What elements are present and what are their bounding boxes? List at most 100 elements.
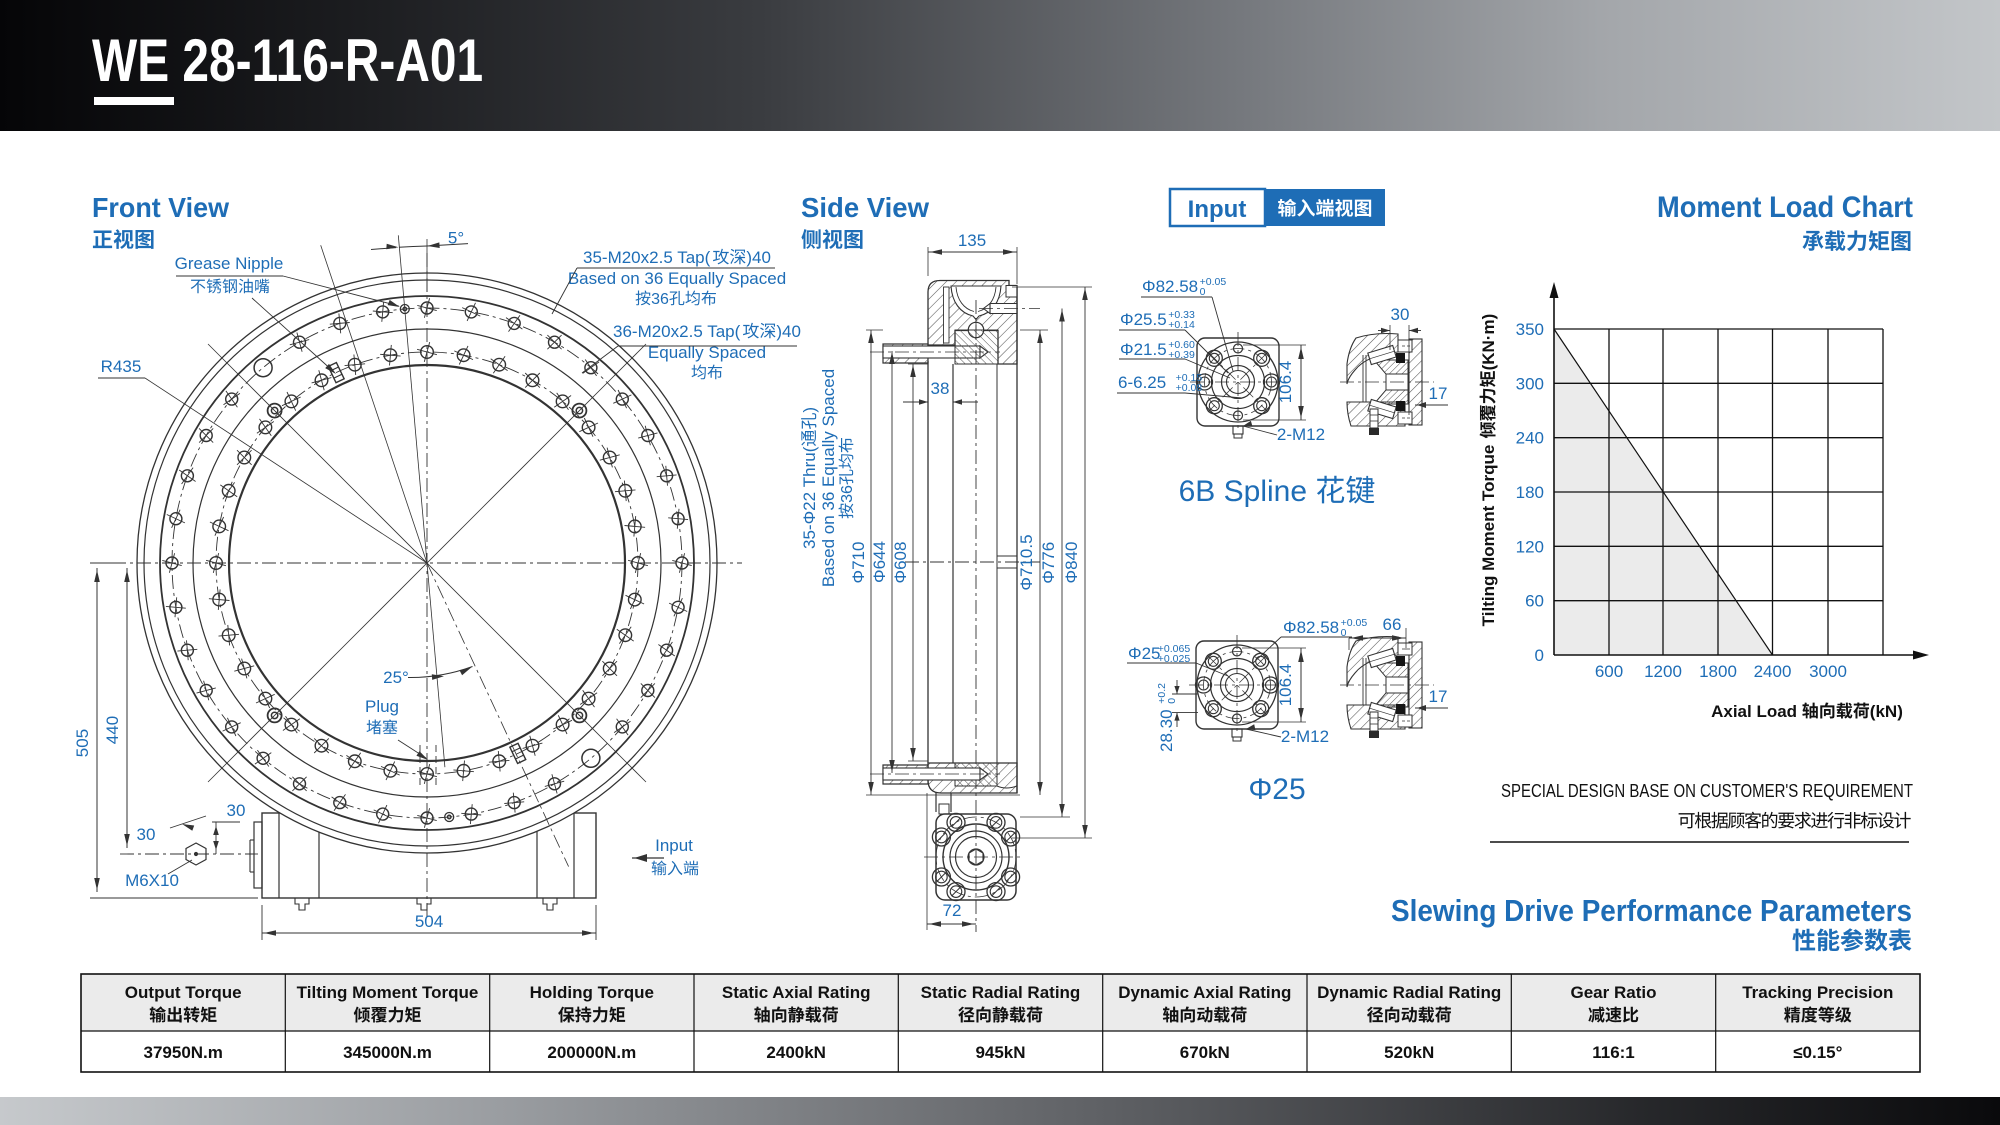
svg-text:5°: 5° [448, 229, 464, 248]
svg-text:Axial Load: Axial Load [1711, 702, 1797, 721]
svg-text:2400kN: 2400kN [766, 1043, 826, 1062]
svg-text:25°: 25° [383, 668, 409, 687]
svg-text:0: 0 [1166, 698, 1178, 704]
svg-text:Φ82.58: Φ82.58 [1283, 618, 1339, 637]
svg-text:+0.39: +0.39 [1168, 349, 1195, 361]
svg-text:R435: R435 [101, 357, 142, 376]
svg-text:Φ25.5: Φ25.5 [1120, 310, 1167, 329]
svg-text:+0.60: +0.60 [1168, 339, 1195, 351]
svg-text:Static Radial Rating: Static Radial Rating [921, 983, 1081, 1002]
svg-text:Gear Ratio: Gear Ratio [1571, 983, 1657, 1002]
svg-text:38: 38 [931, 379, 950, 398]
svg-text:600: 600 [1595, 662, 1623, 681]
svg-text:Static Axial Rating: Static Axial Rating [722, 983, 871, 1002]
svg-text:+0.15: +0.15 [1176, 372, 1203, 384]
svg-text:440: 440 [103, 716, 122, 744]
svg-text:Φ25: Φ25 [1128, 644, 1160, 663]
svg-text:116:1: 116:1 [1592, 1043, 1635, 1062]
svg-text:Dynamic Radial Rating: Dynamic Radial Rating [1317, 983, 1501, 1002]
svg-text:30: 30 [227, 801, 246, 820]
svg-text:1200: 1200 [1644, 662, 1682, 681]
svg-text:35-Φ22 Thru(: 35-Φ22 Thru( [800, 446, 819, 549]
svg-text:≤0.15°: ≤0.15° [1793, 1043, 1842, 1062]
svg-text:Φ608: Φ608 [891, 542, 910, 584]
svg-text:240: 240 [1516, 429, 1544, 448]
svg-text:Φ25: Φ25 [1248, 773, 1305, 806]
svg-text:17: 17 [1429, 384, 1448, 403]
svg-text:Dynamic Axial Rating: Dynamic Axial Rating [1118, 983, 1291, 1002]
svg-text:+0.2: +0.2 [1156, 683, 1168, 704]
svg-text:520kN: 520kN [1384, 1043, 1434, 1062]
svg-text:Side View: Side View [801, 192, 929, 223]
svg-text:106.4: 106.4 [1276, 361, 1295, 404]
svg-text:72: 72 [943, 901, 962, 920]
svg-text:Φ710.5: Φ710.5 [1017, 534, 1036, 590]
svg-text:Input: Input [655, 836, 693, 855]
svg-text:36: 36 [651, 291, 669, 308]
svg-text:Tilting Moment Torque: Tilting Moment Torque [1479, 445, 1498, 627]
svg-text:2-M12: 2-M12 [1281, 727, 1329, 746]
svg-text:0: 0 [1341, 627, 1347, 639]
svg-text:(kN): (kN) [1870, 702, 1903, 721]
svg-text:Moment Load Chart: Moment Load Chart [1657, 191, 1913, 224]
svg-text:2-M12: 2-M12 [1277, 425, 1325, 444]
svg-text:+0.065: +0.065 [1158, 643, 1191, 655]
svg-text:Based on 36 Equally Spaced: Based on 36 Equally Spaced [568, 269, 786, 288]
svg-text:200000N.m: 200000N.m [547, 1043, 636, 1062]
svg-text:180: 180 [1516, 483, 1544, 502]
svg-text:Plug: Plug [365, 697, 399, 716]
svg-text:37950N.m: 37950N.m [144, 1043, 223, 1062]
svg-text:945kN: 945kN [975, 1043, 1025, 1062]
svg-text:Φ644: Φ644 [870, 541, 889, 583]
svg-text:Based on 36 Equally Spaced: Based on 36 Equally Spaced [819, 369, 838, 587]
svg-text:36: 36 [839, 485, 856, 503]
svg-text:350: 350 [1516, 320, 1544, 339]
svg-text:Equally Spaced: Equally Spaced [648, 343, 766, 362]
svg-text:+0.14: +0.14 [1168, 319, 1195, 331]
svg-text:SPECIAL DESIGN BASE ON CUSTOME: SPECIAL DESIGN BASE ON CUSTOMER'S REQUIR… [1501, 780, 1913, 801]
svg-text:504: 504 [415, 912, 443, 931]
svg-text:Front View: Front View [92, 192, 229, 223]
svg-text:)40: )40 [746, 248, 771, 267]
svg-text:+0.025: +0.025 [1158, 653, 1191, 665]
svg-text:1800: 1800 [1699, 662, 1737, 681]
svg-text:30: 30 [137, 825, 156, 844]
svg-text:M6X10: M6X10 [125, 871, 179, 890]
svg-text:Tracking Precision: Tracking Precision [1742, 983, 1893, 1002]
svg-text:+0.05: +0.05 [1200, 276, 1227, 288]
svg-text:60: 60 [1525, 592, 1544, 611]
svg-text:106.4: 106.4 [1276, 664, 1295, 707]
svg-text:Holding Torque: Holding Torque [530, 983, 654, 1002]
svg-text:17: 17 [1429, 687, 1448, 706]
svg-text:Φ710: Φ710 [849, 542, 868, 584]
svg-text:6B Spline: 6B Spline [1179, 475, 1307, 508]
svg-text:Φ840: Φ840 [1062, 542, 1081, 584]
svg-text:Output Torque: Output Torque [125, 983, 242, 1002]
svg-text:(KN·m): (KN·m) [1479, 314, 1498, 371]
svg-text:35-M20x2.5 Tap(: 35-M20x2.5 Tap( [583, 248, 711, 267]
svg-text:Φ776: Φ776 [1039, 542, 1058, 584]
svg-text:0: 0 [1535, 646, 1544, 665]
svg-text:Input: Input [1188, 196, 1247, 223]
svg-text:30: 30 [1391, 305, 1410, 324]
svg-text:36-M20x2.5 Tap(: 36-M20x2.5 Tap( [613, 322, 741, 341]
svg-text:2400: 2400 [1754, 662, 1792, 681]
svg-text:66: 66 [1383, 615, 1402, 634]
svg-text:3000: 3000 [1809, 662, 1847, 681]
svg-text:6-6.25: 6-6.25 [1118, 373, 1166, 392]
svg-text:0: 0 [1200, 286, 1206, 298]
svg-text:670kN: 670kN [1180, 1043, 1230, 1062]
svg-text:120: 120 [1516, 537, 1544, 556]
svg-text:Grease Nipple: Grease Nipple [175, 254, 284, 273]
svg-text:+0.33: +0.33 [1168, 309, 1195, 321]
svg-text:Tilting Moment Torque: Tilting Moment Torque [297, 983, 479, 1002]
svg-text:): ) [800, 407, 819, 413]
svg-text:345000N.m: 345000N.m [343, 1043, 432, 1062]
svg-text:Φ82.58: Φ82.58 [1142, 277, 1198, 296]
svg-text:135: 135 [958, 231, 986, 250]
svg-text:505: 505 [73, 729, 92, 757]
svg-text:+0.08: +0.08 [1176, 382, 1203, 394]
svg-text:28.30: 28.30 [1157, 709, 1176, 752]
svg-text:Slewing Drive Performance Para: Slewing Drive Performance Parameters [1391, 893, 1912, 928]
svg-text:Φ21.5: Φ21.5 [1120, 340, 1167, 359]
